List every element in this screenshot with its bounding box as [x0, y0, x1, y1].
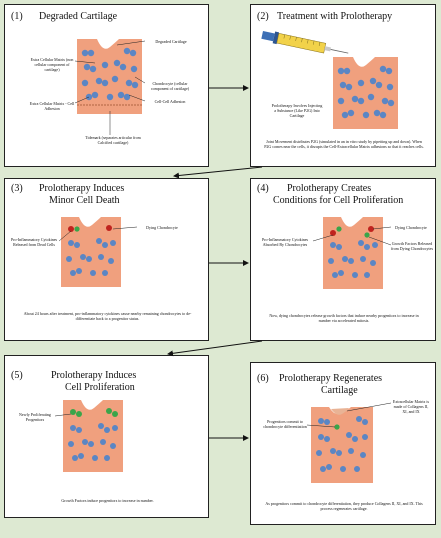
chondrocyte-cells: [81, 47, 139, 101]
panel-number: (1): [11, 11, 23, 22]
arrow-2-to-3: [173, 166, 263, 179]
panel-caption: Growth Factors induce progenitors to inc…: [61, 498, 154, 503]
label-ecm-adhesion: Extra Cellular Matrix - Cell Adhesion: [29, 101, 75, 111]
cartilage-illustration: [63, 400, 123, 472]
label-dying-chondrocyte: Dying Chondrocyte: [146, 225, 178, 230]
label-cell-cell-adhesion: Cell-Cell Adhesion: [154, 99, 186, 104]
panel-cell-proliferation: (5) Prolotherapy Induces Cell Proliferat…: [4, 355, 209, 518]
cartilage-illustration: [77, 39, 142, 114]
label-dying-chondrocyte: Dying Chondrocyte: [395, 225, 427, 230]
panel-title-line-1: Prolotherapy Creates: [287, 183, 372, 194]
cartilage-illustration: [323, 217, 383, 289]
dying-chondrocytes: [330, 226, 374, 236]
cartilage-tissue: [311, 407, 373, 483]
panel-degraded-cartilage: (1) Degraded Cartilage Degraded Cartilag…: [4, 4, 209, 167]
syringe-icon: [261, 30, 349, 54]
chondrocyte-cells: [68, 423, 118, 461]
chondrocyte-cells: [316, 416, 368, 472]
label-chondrocyte: Chondrocyte (cellular component of carti…: [150, 81, 190, 91]
label-degraded-cartilage: Degraded Cartilage: [155, 39, 187, 44]
syringe-plunger: [261, 30, 275, 42]
panel-6-leader-lines: [306, 402, 392, 428]
panel-title: Degraded Cartilage: [39, 11, 118, 22]
panel-caption: Now, dying chondrocytes release growth f…: [269, 313, 419, 323]
chondrocyte-cells: [328, 240, 378, 278]
panel-title-line-2: Cartilage: [321, 385, 358, 396]
panel-number: (5): [11, 370, 23, 381]
panel-4-leader-lines: [312, 226, 392, 246]
cartilage-tissue: [61, 217, 121, 287]
panel-caption: Joint Movement distributes P2G (simulate…: [264, 139, 424, 149]
panel-number: (3): [11, 183, 23, 194]
cartilage-tissue: [63, 400, 123, 472]
panel-title: Treatment with Prolotherapy: [277, 11, 393, 22]
cartilage-illustration: [311, 407, 373, 483]
label-ecm: Extra Cellular Matrix (non cellular comp…: [30, 57, 74, 72]
label-progenitors-commit: Progenitors commit to chondrocyte differ…: [263, 419, 307, 429]
label-cytokines-absorbed: Pro-Inflammatory Cytokines Absorbed By C…: [261, 237, 309, 247]
label-tidemark: Tidemark (separates articular from Calci…: [85, 135, 141, 145]
panel-title-line-1: Prolotherapy Induces: [51, 370, 137, 381]
label-newly-proliferating: Newly Proliferating Progenitors: [19, 412, 51, 422]
arrow-4-to-5: [167, 340, 263, 357]
panel-number: (6): [257, 373, 269, 384]
panel-title-line-2: Minor Cell Death: [49, 195, 120, 206]
label-extracellular-matrix: Extracellular Matrix is made of Collagen…: [392, 399, 430, 414]
label-pro-inflammatory-cytokines: Pro-Inflammatory Cytokines Released from…: [10, 237, 58, 247]
cartilage-illustration: [333, 57, 398, 129]
panel-number: (4): [257, 183, 269, 194]
progenitor-cells: [336, 226, 370, 238]
syringe-needle: [330, 49, 349, 54]
cartilage-illustration: [61, 217, 121, 287]
panel-caption: About 24 hours after treatment, pro-infl…: [23, 311, 192, 321]
panel-title-line-1: Prolotherapy Regenerates: [279, 373, 383, 384]
progenitor-cells: [74, 226, 80, 232]
dying-chondrocytes: [68, 225, 112, 232]
label-prolotherapy-injection: Prolotherapy Involves Injecting a Substa…: [271, 103, 323, 118]
panel-conditions-proliferation: (4) Prolotherapy Creates Conditions for …: [250, 178, 436, 341]
label-growth-factors: Growth Factors Released from Dying Chond…: [391, 241, 433, 251]
panel-caption: As progenitors commit to chondrocyte dif…: [265, 501, 423, 511]
panel-3-leader-lines: [58, 226, 138, 242]
panel-title-line-1: Prolotherapy Induces: [39, 183, 125, 194]
committing-progenitors: [334, 424, 340, 430]
panel-treatment-prolotherapy: (2) Treatment with Prolotherapy: [250, 4, 436, 167]
new-extracellular-matrix: [331, 408, 349, 415]
panel-1-leader-lines: [74, 40, 146, 135]
chondrocyte-cells: [337, 65, 395, 119]
panel-title-line-2: Conditions for Cell Proliferation: [273, 195, 404, 206]
panel-minor-cell-death: (3) Prolotherapy Induces Minor Cell Deat…: [4, 178, 209, 341]
panel-number: (2): [257, 11, 269, 22]
chondrocyte-cells: [66, 238, 116, 276]
progenitor-cells: [70, 408, 118, 417]
panel-regenerates-cartilage: (6) Prolotherapy Regenerates Cartilage E…: [250, 362, 436, 525]
panel-title-line-2: Cell Proliferation: [65, 382, 135, 393]
panel-5-leader-lines: [54, 413, 72, 417]
